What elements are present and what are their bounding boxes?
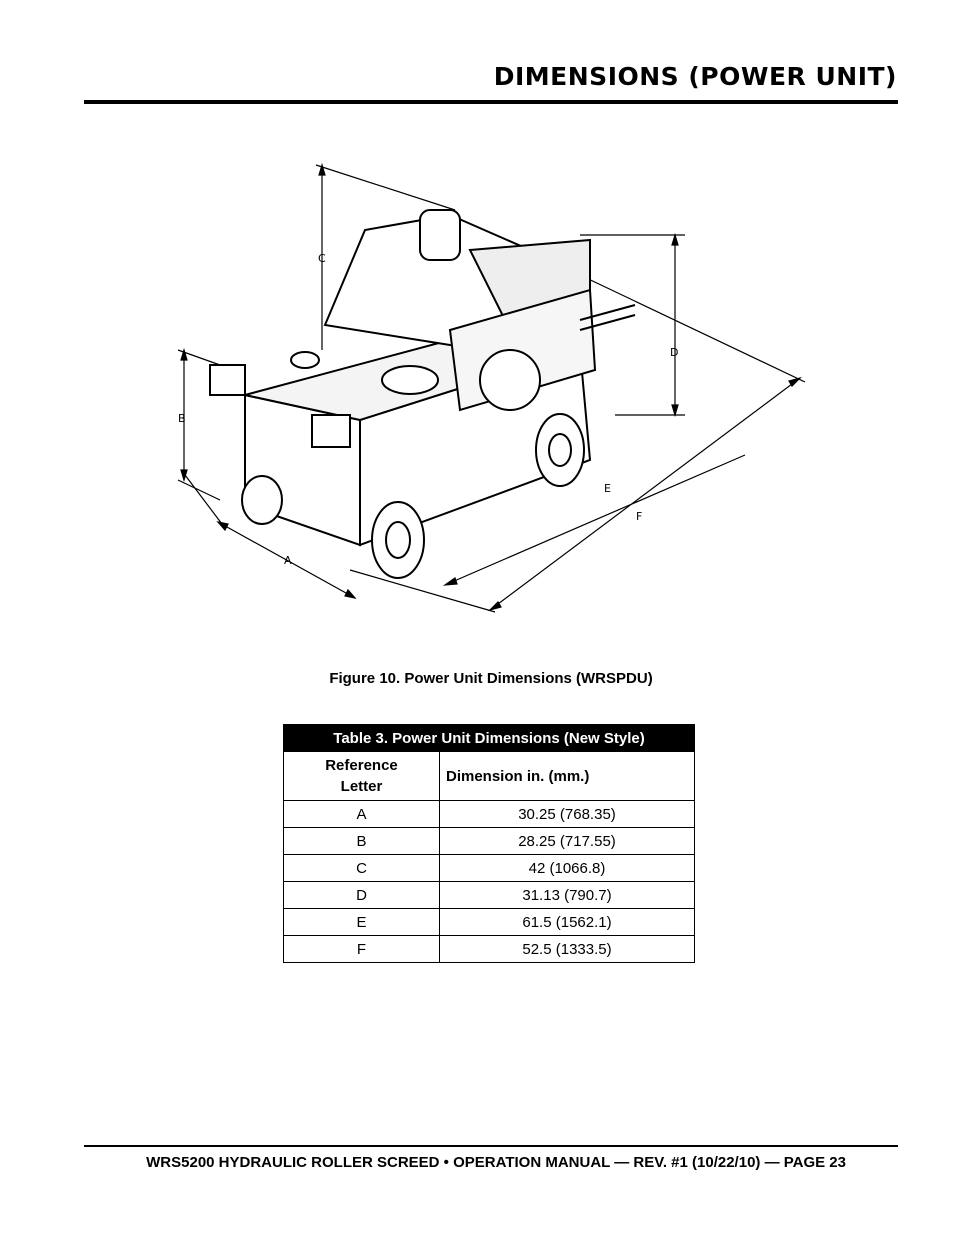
page-footer: WRS5200 HYDRAULIC ROLLER SCREED • OPERAT… <box>146 1154 846 1171</box>
label-f: F <box>636 510 642 523</box>
label-d: D <box>670 346 678 359</box>
label-e: E <box>604 482 611 495</box>
table-title: Table 3. Power Unit Dimensions (New Styl… <box>283 724 695 752</box>
column-header-dimension: Dimension in. (mm.) <box>439 751 695 801</box>
label-b: B <box>178 412 186 425</box>
power-unit-figure: C B A D E F <box>150 150 830 630</box>
page-title: DIMENSIONS (POWER UNIT) <box>493 62 897 91</box>
figure-caption: Figure 10. Power Unit Dimensions (WRSPDU… <box>329 670 653 687</box>
power-unit-drawing: C B A D E F <box>177 162 806 613</box>
footer-rule <box>84 1145 898 1147</box>
dimensions-table: Table 3. Power Unit Dimensions (New Styl… <box>283 724 695 963</box>
label-c: C <box>318 252 326 265</box>
label-a: A <box>284 554 292 567</box>
header-rule <box>84 100 898 104</box>
